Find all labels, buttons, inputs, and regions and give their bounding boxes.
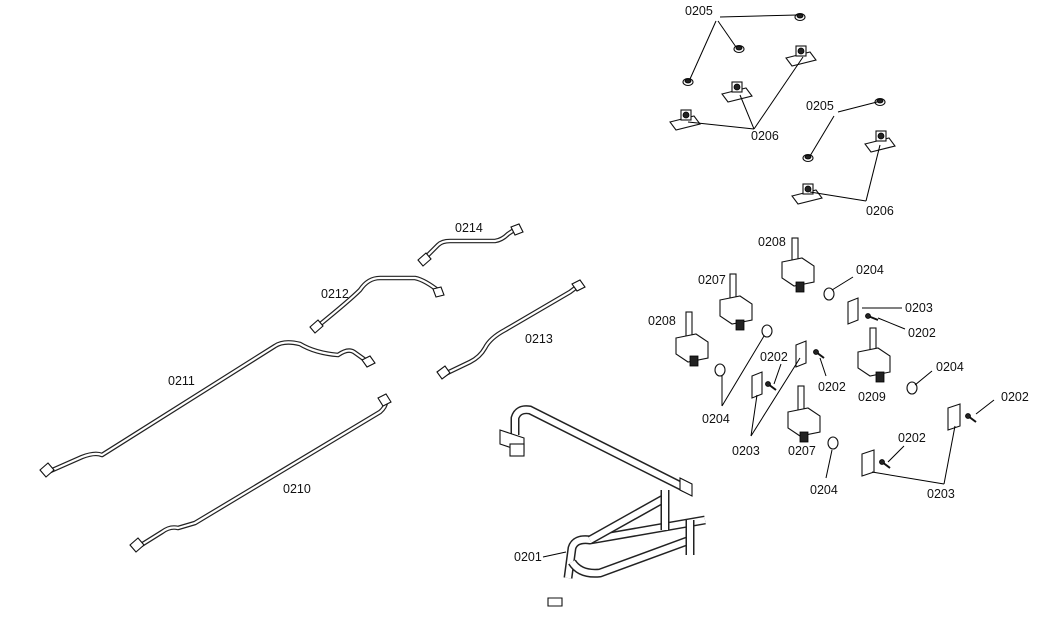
valve-0207-bottom	[787, 385, 821, 443]
label-0203-bottom: 0203	[927, 487, 955, 501]
valve-0209	[857, 327, 891, 383]
label-0206-top: 0206	[751, 129, 779, 143]
label-0204-left: 0204	[702, 412, 730, 426]
tube-0214	[417, 223, 524, 267]
label-0205-top: 0205	[685, 4, 713, 18]
label-0212: 0212	[321, 287, 349, 301]
screw	[813, 349, 825, 359]
label-0204-bottom: 0204	[810, 483, 838, 497]
clip-nut	[785, 45, 817, 67]
screw	[865, 313, 879, 321]
label-0203-top: 0203	[905, 301, 933, 315]
tube-0213	[436, 279, 586, 380]
screw	[965, 413, 977, 423]
clip-group-top	[669, 45, 817, 131]
seal-ring	[761, 324, 773, 338]
leader-lines-top	[687, 14, 881, 202]
seal-ring	[827, 436, 839, 450]
clip-nut	[791, 183, 823, 205]
label-0202-right: 0202	[1001, 390, 1029, 404]
label-0208-left: 0208	[648, 314, 676, 328]
label-0202-bottom: 0202	[898, 431, 926, 445]
valve-0207-left	[719, 273, 753, 331]
bracket	[751, 371, 763, 399]
label-0207-left: 0207	[698, 273, 726, 287]
seal-ring	[823, 287, 835, 301]
part-labels: 0205 0206 0205 0206 0214 0212 0213 0211 …	[168, 4, 1029, 564]
seal-ring	[906, 381, 918, 395]
bracket	[847, 297, 859, 325]
label-0204-right: 0204	[936, 360, 964, 374]
label-0205-mid: 0205	[806, 99, 834, 113]
clip-group-mid	[791, 130, 896, 205]
label-0207-bottom: 0207	[788, 444, 816, 458]
clip-nut	[669, 109, 701, 131]
frame-0201	[499, 405, 706, 607]
label-0209: 0209	[858, 390, 886, 404]
tube-0210	[129, 393, 392, 553]
label-0202-mid: 0202	[760, 350, 788, 364]
bracket	[947, 403, 961, 431]
valve-0208-left	[675, 311, 709, 367]
label-0213: 0213	[525, 332, 553, 346]
label-0203-left: 0203	[732, 444, 760, 458]
clip-nut	[864, 130, 896, 153]
clip-nut	[721, 81, 753, 103]
label-0208-top: 0208	[758, 235, 786, 249]
label-0210: 0210	[283, 482, 311, 496]
seal-ring	[714, 363, 726, 377]
leader-lines-right	[542, 276, 995, 558]
brackets	[751, 297, 961, 477]
label-0204-top: 0204	[856, 263, 884, 277]
label-0206-mid: 0206	[866, 204, 894, 218]
bracket	[795, 340, 807, 368]
label-0214: 0214	[455, 221, 483, 235]
label-0202-center: 0202	[818, 380, 846, 394]
screws	[765, 313, 977, 469]
seal-rings	[714, 287, 918, 450]
washer-group-mid	[802, 97, 886, 163]
valve-0208-top	[781, 237, 815, 293]
tube-0212	[309, 275, 445, 334]
label-0211: 0211	[168, 374, 195, 388]
screw	[765, 381, 777, 391]
label-0201: 0201	[514, 550, 542, 564]
washer-group-top	[682, 12, 806, 87]
label-0202-top: 0202	[908, 326, 936, 340]
screw	[879, 459, 891, 469]
tube-0211	[39, 340, 376, 478]
